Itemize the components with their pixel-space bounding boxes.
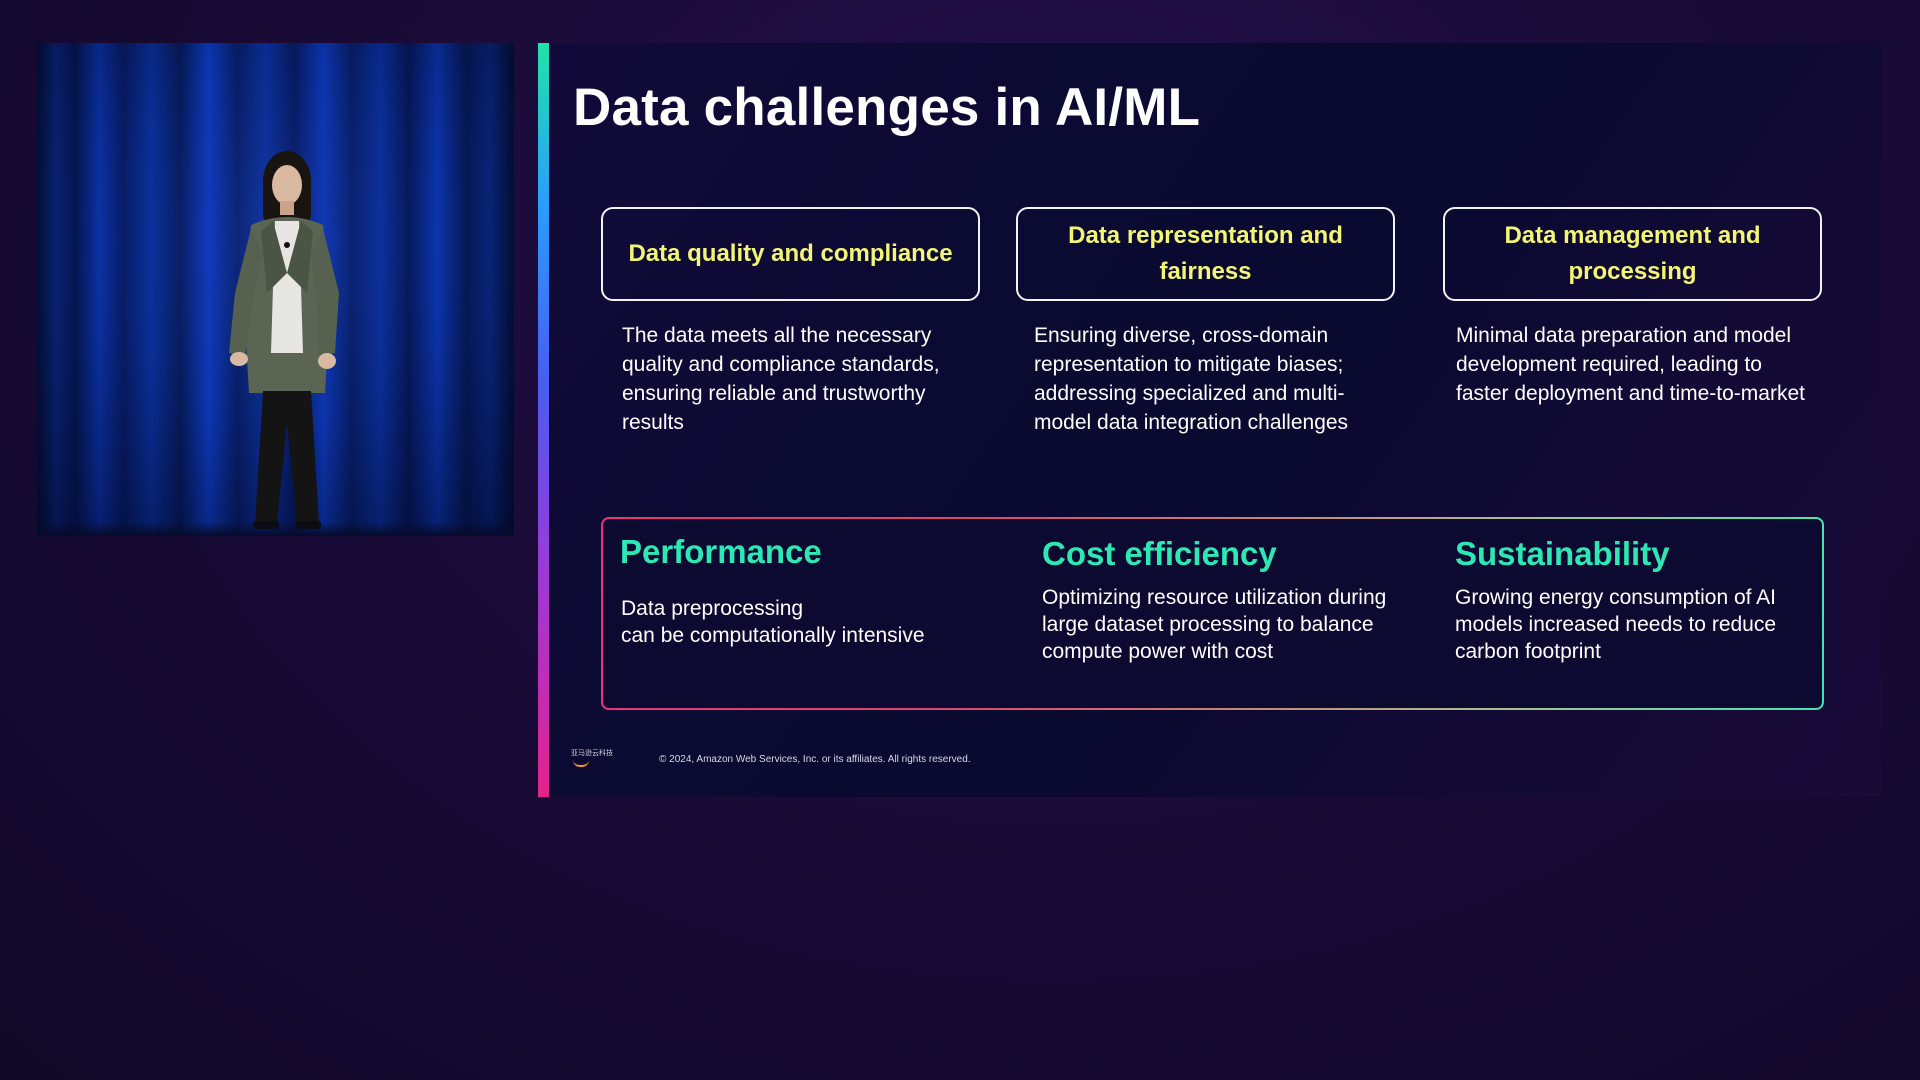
- challenge-card-data-management: Data management and processing: [1443, 207, 1822, 301]
- metric-title-sustainability: Sustainability: [1455, 535, 1670, 572]
- metric-title-performance: Performance: [620, 533, 822, 570]
- challenge-description: Ensuring diverse, cross-domain represent…: [1034, 324, 1349, 434]
- logo-smile: [573, 760, 589, 767]
- metric-description-performance: Data preprocessing can be computationall…: [621, 595, 961, 649]
- challenge-description: The data meets all the necessary quality…: [622, 324, 940, 434]
- metric-description-sustainability: Growing energy consumption of AI models …: [1455, 586, 1777, 663]
- presentation-slide: Data challenges in AI/ML Data quality an…: [538, 43, 1882, 797]
- challenge-heading: Data quality and compliance: [628, 240, 953, 267]
- challenge-card-data-representation: Data representation and fairness: [1016, 207, 1395, 301]
- challenge-heading: Data management and processing: [1504, 222, 1761, 285]
- copyright-notice: © 2024, Amazon Web Services, Inc. or its…: [659, 754, 971, 765]
- logo-text: 亚马逊云科技: [571, 750, 613, 757]
- aws-logo-icon: 亚马逊云科技: [571, 749, 617, 767]
- metric-description-line: can be computationally intensive: [621, 624, 925, 647]
- speaker-figure: [229, 151, 339, 529]
- challenge-description: Minimal data preparation and model devel…: [1456, 324, 1805, 405]
- slide-accent-bar: [538, 43, 549, 797]
- challenge-card-data-quality: Data quality and compliance: [601, 207, 980, 301]
- metrics-box-inner: [603, 519, 1822, 708]
- slide-title: Data challenges in AI/ML: [573, 78, 1201, 137]
- metrics-box: [601, 517, 1824, 710]
- challenge-heading: Data representation and fairness: [1068, 222, 1343, 285]
- metric-title-cost-efficiency: Cost efficiency: [1042, 535, 1277, 572]
- stage-floor: [37, 522, 514, 536]
- metric-description-cost-efficiency: Optimizing resource utilization during l…: [1042, 586, 1387, 663]
- speaker-video-feed: [37, 43, 514, 536]
- metric-description-line: Data preprocessing: [621, 597, 804, 620]
